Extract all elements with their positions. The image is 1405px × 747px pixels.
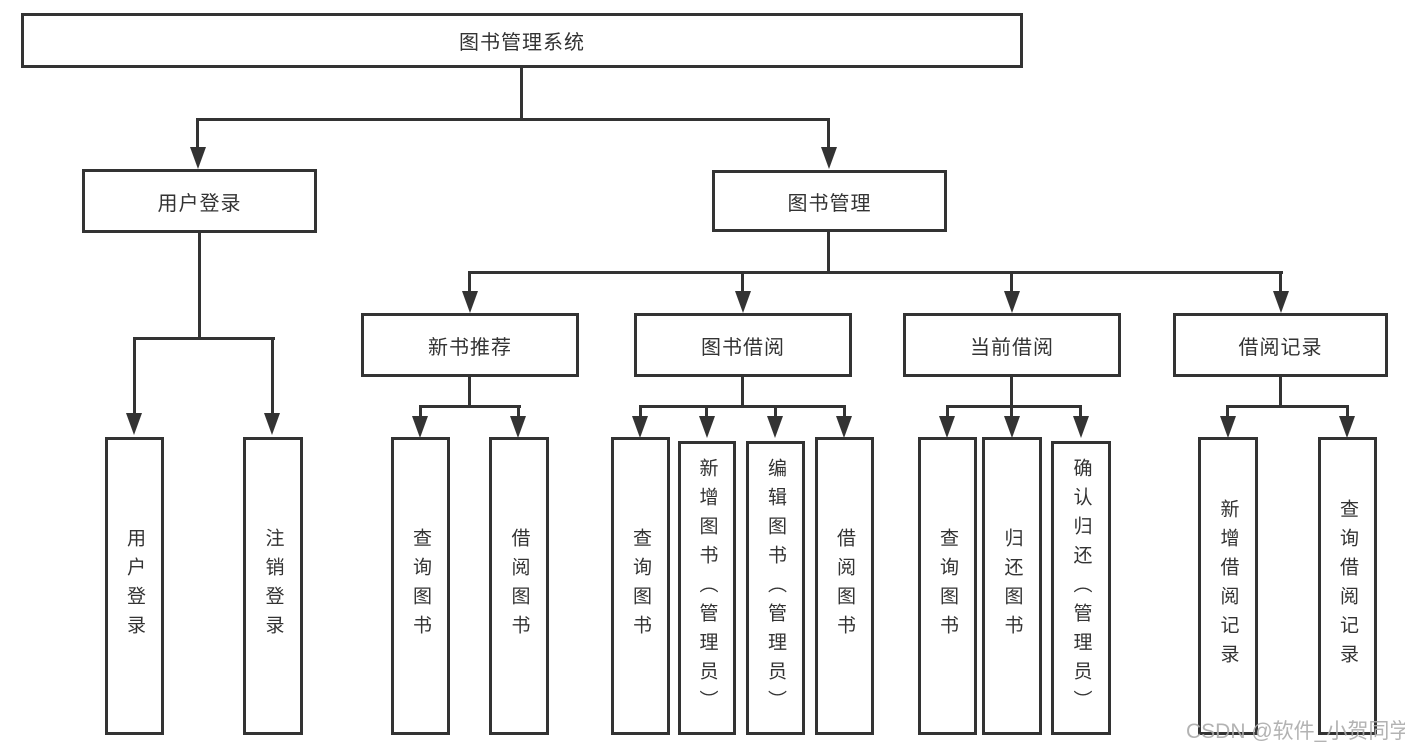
node-user-login-label: 用户登录 bbox=[157, 192, 242, 215]
connector-level1-rail bbox=[197, 118, 830, 121]
arrowhead-icon bbox=[264, 413, 280, 435]
arrowhead-icon bbox=[1004, 416, 1020, 438]
arrowhead-icon bbox=[1339, 416, 1355, 438]
connector-to-book-mgmt bbox=[827, 118, 830, 150]
node-leaf-cb-query-books: 查询图书 bbox=[918, 437, 977, 735]
node-leaf-logout-label: 注销登录 bbox=[262, 528, 284, 644]
node-leaf-rec-query-books-label: 查询图书 bbox=[410, 528, 431, 644]
connector-new-book-stem bbox=[468, 377, 471, 408]
connector-leaf bbox=[705, 405, 708, 419]
connector-to-leaf-login bbox=[133, 337, 136, 415]
arrowhead-icon bbox=[632, 416, 648, 438]
csdn-watermark: CSDN @软件_小贺同学 bbox=[1186, 720, 1405, 743]
connector-leaf bbox=[639, 405, 642, 419]
node-leaf-user-login-label: 用户登录 bbox=[124, 528, 145, 644]
connector-to-user-login bbox=[196, 118, 199, 150]
connector-leaf bbox=[1010, 405, 1013, 419]
node-leaf-br-add-record: 新增借阅记录 bbox=[1198, 437, 1258, 735]
connector-leaf bbox=[774, 405, 777, 419]
node-leaf-rec-query-books: 查询图书 bbox=[391, 437, 450, 735]
arrowhead-icon bbox=[939, 416, 955, 438]
node-user-login: 用户登录 bbox=[82, 169, 317, 233]
connector-book-mgmt-stem bbox=[827, 232, 830, 274]
connector-leaf bbox=[1346, 405, 1349, 419]
node-leaf-logout: 注销登录 bbox=[243, 437, 303, 735]
connector-current-borrow-stem bbox=[1010, 377, 1013, 408]
node-root-label: 图书管理系统 bbox=[459, 32, 585, 54]
arrowhead-icon bbox=[1220, 416, 1236, 438]
node-book-mgmt: 图书管理 bbox=[712, 170, 947, 232]
arrowhead-icon bbox=[190, 147, 206, 169]
arrowhead-icon bbox=[699, 416, 715, 438]
arrowhead-icon bbox=[1073, 416, 1089, 438]
node-root-system: 图书管理系统 bbox=[21, 13, 1023, 68]
node-leaf-br-query-record: 查询借阅记录 bbox=[1318, 437, 1377, 735]
connector-to-current-borrow bbox=[1010, 271, 1013, 293]
node-leaf-bb-add-books-admin: 新增图书（管理员） bbox=[678, 441, 736, 735]
node-new-book-rec: 新书推荐 bbox=[361, 313, 579, 377]
connector-user-login-rail bbox=[133, 337, 275, 340]
node-leaf-cb-confirm-return-admin-label: 确认归还（管理员） bbox=[1070, 457, 1092, 719]
connector-borrow-records-rail bbox=[1227, 405, 1349, 408]
node-leaf-br-query-record-label: 查询借阅记录 bbox=[1337, 499, 1358, 673]
connector-current-borrow-rail bbox=[946, 405, 1082, 408]
node-book-borrow-label: 图书借阅 bbox=[701, 336, 785, 359]
connector-new-book-rail bbox=[419, 405, 521, 408]
connector-to-book-borrow bbox=[741, 271, 744, 293]
connector-leaf bbox=[843, 405, 846, 419]
connector-borrow-records-stem bbox=[1279, 377, 1282, 408]
node-current-borrow: 当前借阅 bbox=[903, 313, 1121, 377]
connector-level2-rail bbox=[469, 271, 1283, 274]
arrowhead-icon bbox=[1004, 291, 1020, 313]
connector-book-borrow-rail bbox=[639, 405, 846, 408]
connector-user-login-stem bbox=[198, 233, 201, 340]
node-borrow-records: 借阅记录 bbox=[1173, 313, 1388, 377]
node-leaf-bb-query-books-label: 查询图书 bbox=[630, 528, 651, 644]
connector-book-borrow-stem bbox=[741, 377, 744, 408]
node-leaf-bb-edit-books-admin-label: 编辑图书（管理员） bbox=[765, 457, 786, 719]
node-book-mgmt-label: 图书管理 bbox=[787, 192, 872, 215]
arrowhead-icon bbox=[767, 416, 783, 438]
node-book-borrow: 图书借阅 bbox=[634, 313, 852, 377]
connector-leaf bbox=[946, 405, 949, 419]
arrowhead-icon bbox=[836, 416, 852, 438]
node-leaf-bb-query-books: 查询图书 bbox=[611, 437, 670, 735]
node-leaf-bb-edit-books-admin: 编辑图书（管理员） bbox=[746, 441, 805, 735]
node-leaf-cb-confirm-return-admin: 确认归还（管理员） bbox=[1051, 441, 1111, 735]
node-leaf-br-add-record-label: 新增借阅记录 bbox=[1217, 499, 1239, 673]
node-leaf-bb-borrow-books: 借阅图书 bbox=[815, 437, 874, 735]
node-leaf-cb-return-books: 归还图书 bbox=[982, 437, 1042, 735]
connector-leaf bbox=[1079, 405, 1082, 419]
connector-to-leaf-logout bbox=[271, 337, 274, 415]
connector-to-new-book bbox=[468, 271, 471, 293]
node-current-borrow-label: 当前借阅 bbox=[970, 336, 1054, 359]
node-new-book-rec-label: 新书推荐 bbox=[428, 336, 512, 359]
arrowhead-icon bbox=[126, 413, 142, 435]
node-leaf-bb-add-books-admin-label: 新增图书（管理员） bbox=[696, 457, 718, 719]
arrowhead-icon bbox=[510, 416, 526, 438]
node-leaf-rec-borrow-books: 借阅图书 bbox=[489, 437, 549, 735]
node-borrow-records-label: 借阅记录 bbox=[1238, 336, 1323, 359]
node-leaf-cb-query-books-label: 查询图书 bbox=[937, 528, 958, 644]
arrowhead-icon bbox=[462, 291, 478, 313]
arrowhead-icon bbox=[735, 291, 751, 313]
connector-leaf bbox=[419, 405, 422, 419]
connector-root-stem bbox=[520, 68, 523, 118]
node-leaf-cb-return-books-label: 归还图书 bbox=[1001, 528, 1023, 644]
arrowhead-icon bbox=[1273, 291, 1289, 313]
node-leaf-bb-borrow-books-label: 借阅图书 bbox=[834, 528, 855, 644]
connector-leaf bbox=[1226, 405, 1229, 419]
arrowhead-icon bbox=[821, 147, 837, 169]
connector-leaf bbox=[517, 405, 520, 419]
node-leaf-rec-borrow-books-label: 借阅图书 bbox=[508, 528, 530, 644]
node-leaf-user-login: 用户登录 bbox=[105, 437, 164, 735]
connector-to-borrow-records bbox=[1279, 271, 1282, 293]
arrowhead-icon bbox=[412, 416, 428, 438]
